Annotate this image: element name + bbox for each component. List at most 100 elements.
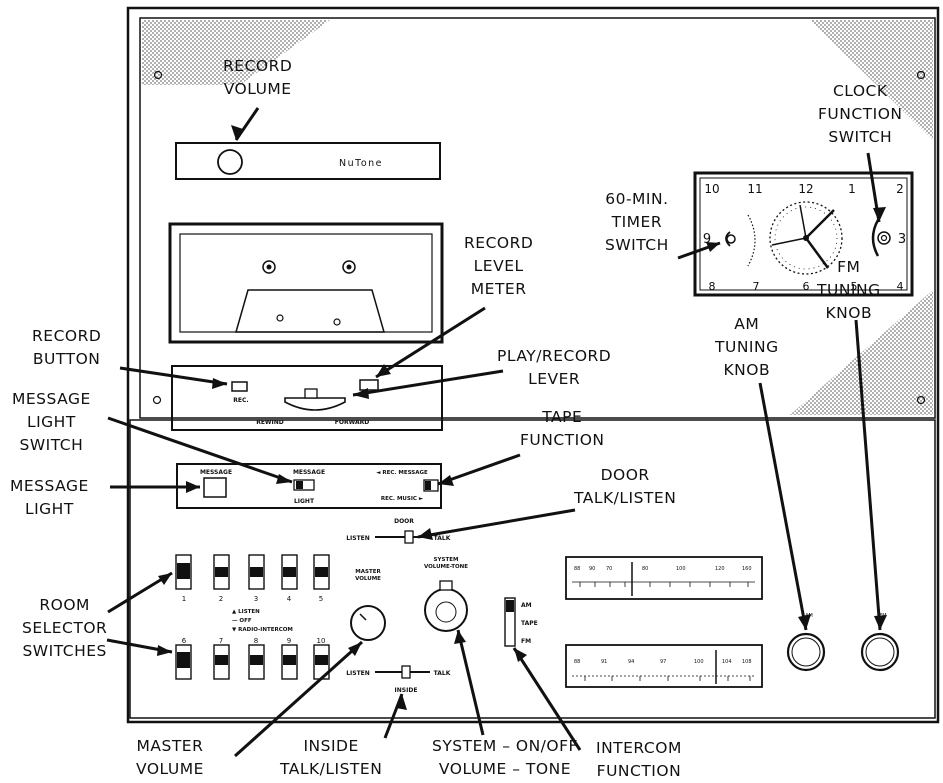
inside-talk-listen-slider — [401, 665, 411, 679]
svg-text:100: 100 — [694, 659, 704, 665]
svg-text:4: 4 — [897, 280, 904, 293]
clock-hour-hand — [804, 237, 830, 269]
svg-text:TALK: TALK — [434, 535, 451, 542]
svg-text:120: 120 — [715, 566, 725, 572]
upper-panel — [139, 17, 936, 419]
svg-text:9: 9 — [703, 232, 711, 247]
svg-text:3: 3 — [254, 595, 258, 603]
clock-face — [769, 201, 843, 275]
am-tuning-dial — [565, 644, 763, 688]
svg-text:REC. MUSIC ►: REC. MUSIC ► — [381, 496, 424, 502]
svg-text:DOOR: DOOR — [394, 518, 414, 525]
svg-text:108: 108 — [742, 659, 752, 665]
svg-text:6: 6 — [803, 280, 810, 293]
record-level-meter — [359, 379, 379, 391]
svg-text:TAPE: TAPE — [521, 620, 538, 627]
svg-text:▲ LISTEN: ▲ LISTEN — [232, 609, 260, 615]
svg-text:10: 10 — [704, 182, 719, 196]
svg-text:LISTEN: LISTEN — [346, 535, 370, 542]
svg-text:1: 1 — [848, 182, 856, 196]
svg-text:INSIDE: INSIDE — [395, 687, 418, 694]
svg-text:MESSAGE: MESSAGE — [200, 469, 232, 476]
message-light — [203, 477, 227, 498]
svg-text:5: 5 — [851, 280, 858, 293]
svg-text:FORWARD: FORWARD — [335, 419, 369, 426]
intercom-function-switch — [504, 597, 516, 647]
svg-text:REC.: REC. — [233, 397, 248, 404]
record-volume-strip — [175, 142, 441, 180]
cassette-bay — [168, 222, 444, 344]
screw — [153, 70, 163, 80]
svg-text:3: 3 — [898, 232, 906, 247]
lower-panel — [129, 419, 936, 719]
transport-strip — [171, 365, 443, 431]
speaker-grille-bottom-right — [790, 290, 933, 415]
svg-text:1: 1 — [182, 595, 186, 603]
speaker-grille-top-right — [810, 20, 933, 140]
svg-text:80: 80 — [642, 566, 648, 572]
am-tuning-knob — [786, 632, 826, 672]
svg-text:4: 4 — [287, 595, 292, 603]
svg-text:LISTEN: LISTEN — [346, 670, 370, 677]
clock-minute-hand — [805, 209, 835, 239]
svg-text:12: 12 — [798, 182, 813, 196]
svg-text:8: 8 — [254, 637, 258, 645]
master-volume-knob — [350, 605, 386, 641]
svg-text:160: 160 — [742, 566, 752, 572]
svg-text:9: 9 — [287, 637, 291, 645]
screw — [916, 395, 926, 405]
svg-text:90: 90 — [589, 566, 595, 572]
svg-text:97: 97 — [660, 659, 666, 665]
play-record-lever — [284, 397, 346, 411]
svg-text:◄ REC. MESSAGE: ◄ REC. MESSAGE — [376, 470, 428, 476]
fm-tuning-knob — [860, 632, 900, 672]
svg-text:6: 6 — [182, 637, 187, 645]
door-talk-listen-slider — [404, 530, 414, 544]
screw — [916, 70, 926, 80]
clock-housing — [693, 171, 914, 297]
svg-text:88: 88 — [574, 659, 580, 665]
clock-function-switch — [871, 219, 891, 257]
svg-text:LIGHT: LIGHT — [294, 498, 315, 505]
screw — [152, 395, 162, 405]
svg-text:88: 88 — [574, 566, 580, 572]
svg-text:100: 100 — [676, 566, 686, 572]
svg-text:AM: AM — [521, 602, 532, 609]
svg-text:SYSTEM: SYSTEM — [434, 557, 459, 563]
brand-logo: NuTone — [339, 158, 383, 169]
svg-text:7: 7 — [753, 280, 760, 293]
system-volume-tone-knob — [424, 588, 468, 632]
message-light-switch — [293, 479, 315, 491]
svg-text:104: 104 — [722, 659, 732, 665]
svg-text:FM: FM — [521, 638, 531, 645]
svg-text:70: 70 — [606, 566, 612, 572]
svg-text:2: 2 — [219, 595, 223, 603]
arrow-heads — [157, 125, 887, 710]
svg-text:MASTER: MASTER — [355, 569, 381, 575]
svg-text:▼ RADIO-INTERCOM: ▼ RADIO-INTERCOM — [232, 627, 293, 633]
svg-text:VOLUME-TONE: VOLUME-TONE — [424, 564, 468, 570]
svg-text:91: 91 — [601, 659, 607, 665]
svg-text:11: 11 — [747, 182, 762, 196]
room-selector-bank — [175, 554, 330, 680]
cassette-hub-left — [262, 260, 276, 274]
record-button — [231, 381, 248, 392]
cassette-window — [179, 233, 433, 333]
svg-text:5: 5 — [319, 595, 323, 603]
